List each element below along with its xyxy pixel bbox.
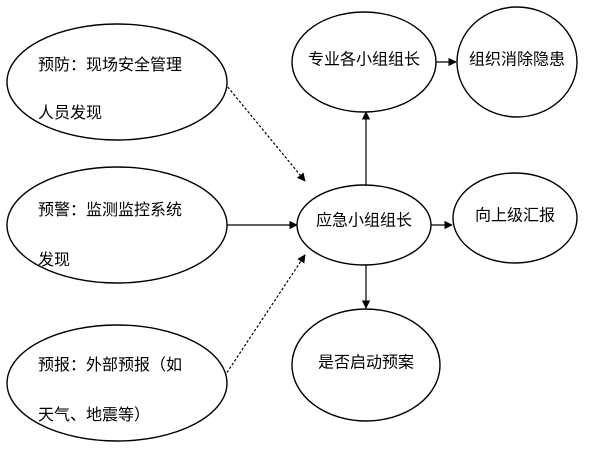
node-start-plan-label: 是否启动预案: [318, 353, 414, 372]
node-start-plan: 是否启动预案: [291, 308, 441, 422]
node-warning-line2: 发现: [38, 250, 70, 269]
node-report-up-label: 向上级汇报: [475, 206, 555, 225]
node-forecast-line1: 预报：外部预报（如: [38, 355, 182, 374]
edge-prevention-to-emergency-leader: [221, 79, 306, 182]
node-specialist-leader-label: 专业各小组组长: [308, 50, 420, 69]
node-forecast-line2: 天气、地震等）: [38, 405, 150, 424]
node-warning: 预警：监测监控系统 发现: [6, 166, 228, 284]
node-forecast: 预报：外部预报（如 天气、地震等）: [6, 324, 228, 442]
node-prevention-line2: 人员发现: [38, 103, 102, 122]
node-eliminate-hazard-label: 组织消除隐患: [469, 50, 565, 69]
node-emergency-leader: 应急小组组长: [296, 184, 432, 266]
node-emergency-leader-label: 应急小组组长: [316, 211, 412, 230]
edges: [221, 57, 457, 381]
node-prevention: 预防：现场安全管理 人员发现: [6, 23, 228, 141]
node-prevention-line1: 预防：现场安全管理: [38, 55, 182, 74]
node-report-up: 向上级汇报: [452, 172, 578, 264]
node-specialist-leader: 专业各小组组长: [291, 11, 437, 113]
node-eliminate-hazard: 组织消除隐患: [456, 6, 578, 118]
node-warning-line1: 预警：监测监控系统: [38, 200, 182, 219]
